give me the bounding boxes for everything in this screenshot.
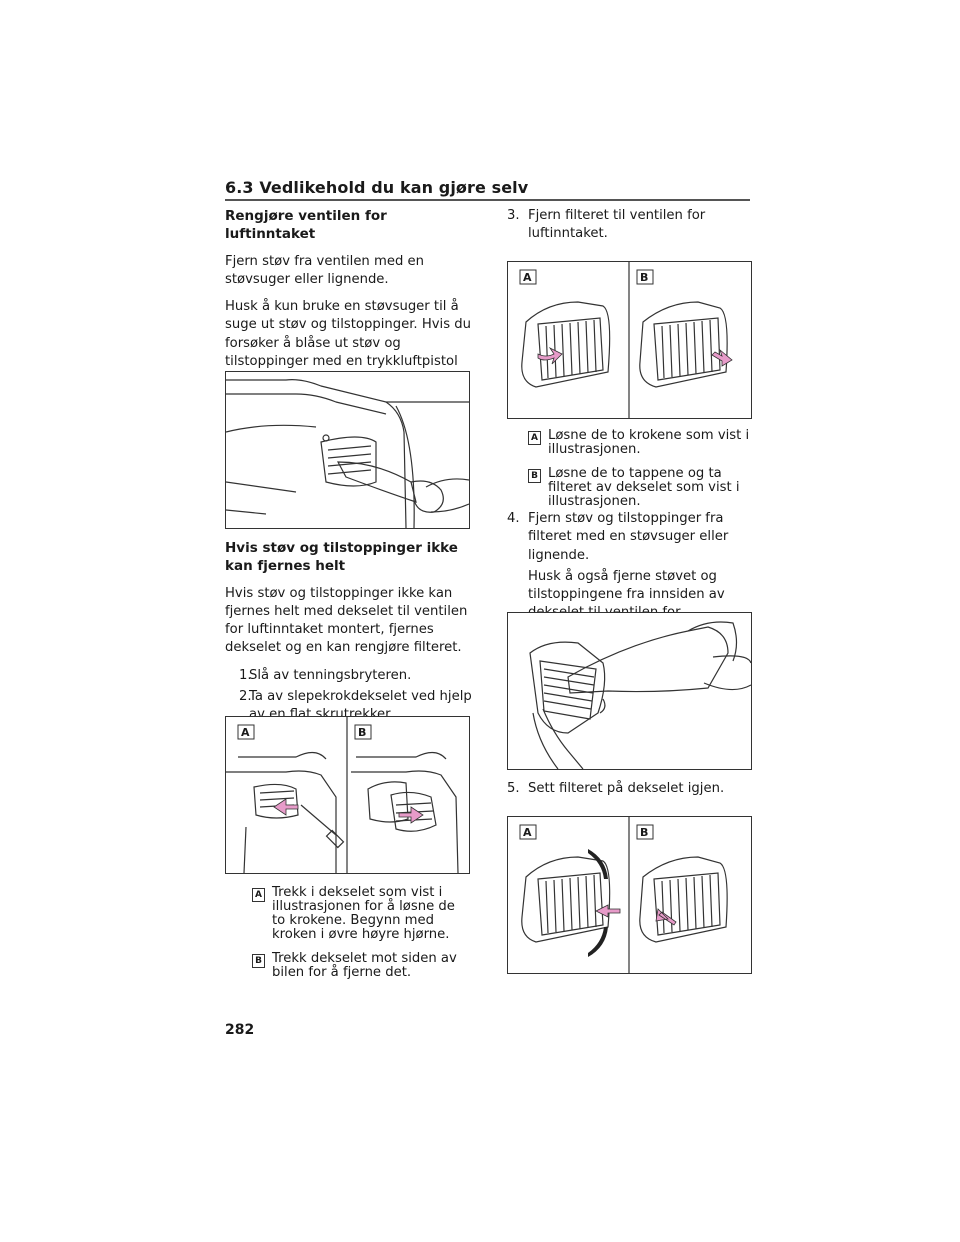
step-3-number: 3.	[507, 208, 520, 223]
annotation-right-b-tag: B	[528, 469, 541, 483]
step-4-number: 4.	[507, 511, 520, 526]
figure3-label-b: B	[640, 271, 649, 284]
figure-remove-filter: A B	[507, 261, 752, 419]
figure-reinstall-filter: A B	[507, 816, 752, 974]
paragraph-remove-cover: Hvis støv og tilstoppinger ikke kan fjer…	[225, 585, 468, 656]
annotation-a: A Trekk i dekselet som vist i illustrasj…	[252, 886, 470, 942]
step-5-number: 5.	[507, 781, 520, 796]
annotation-a-tag: A	[252, 888, 265, 902]
step-1: 1. Slå av tenningsbryteren.	[239, 667, 473, 685]
figure5-label-b: B	[640, 826, 649, 839]
step-4: 4. Fjern støv og tilstoppinger fra filte…	[507, 510, 751, 565]
annotation-right-b: B Løsne de to tappene og ta filteret av …	[528, 467, 750, 509]
figure-vacuum-filter	[507, 612, 752, 770]
section-title: 6.3 Vedlikehold du kan gjøre selv	[225, 178, 529, 197]
left-annotations: A Trekk i dekselet som vist i illustrasj…	[252, 886, 470, 990]
heading-dust-not-removed: Hvis støv og tilstoppinger ikke kan fjer…	[225, 540, 458, 575]
step-4-text: Fjern støv og tilstoppinger fra filteret…	[528, 511, 729, 563]
step-1-number: 1.	[239, 667, 252, 683]
figure2-label-b: B	[358, 726, 367, 739]
step-3: 3. Fjern filteret til ventilen for lufti…	[507, 207, 751, 244]
step-2-number: 2.	[239, 689, 252, 705]
heading-clean-vent: Rengjøre ventilen for luftinntaket	[225, 208, 387, 243]
step-3-text: Fjern filteret til ventilen for luftinnt…	[528, 208, 706, 242]
paragraph-remove-dust: Fjern støv fra ventilen med en støvsuger…	[225, 253, 424, 287]
step-1-text: Slå av tenningsbryteren.	[249, 667, 412, 683]
figure-remove-cover: A B	[225, 716, 470, 874]
annotation-b: B Trekk dekselet mot siden av bilen for …	[252, 952, 470, 980]
step-5: 5. Sett filteret på dekselet igjen.	[507, 780, 751, 798]
annotation-a-text: Trekk i dekselet som vist i illustrasjon…	[272, 885, 455, 942]
annotation-right-a-tag: A	[528, 431, 541, 445]
step-5-text: Sett filteret på dekselet igjen.	[528, 781, 725, 796]
annotation-right-a: A Løsne de to krokene som vist i illustr…	[528, 429, 750, 457]
right-column: 3. Fjern filteret til ventilen for lufti…	[507, 207, 751, 247]
section-rule	[225, 199, 750, 201]
figure3-label-a: A	[523, 271, 532, 284]
annotation-b-tag: B	[252, 954, 265, 968]
right-annotations: A Løsne de to krokene som vist i illustr…	[528, 429, 750, 519]
left-column-lower: Hvis støv og tilstoppinger ikke kan fjer…	[225, 539, 473, 728]
page-number: 282	[225, 1022, 255, 1038]
figure2-label-a: A	[241, 726, 250, 739]
annotation-right-a-text: Løsne de to krokene som vist i illustras…	[548, 428, 750, 457]
right-step-5: 5. Sett filteret på dekselet igjen.	[507, 780, 751, 801]
annotation-right-b-text: Løsne de to tappene og ta filteret av de…	[548, 466, 740, 509]
figure5-label-a: A	[523, 826, 532, 839]
figure-vacuum-vent	[225, 371, 470, 529]
annotation-b-text: Trekk dekselet mot siden av bilen for å …	[272, 951, 457, 980]
